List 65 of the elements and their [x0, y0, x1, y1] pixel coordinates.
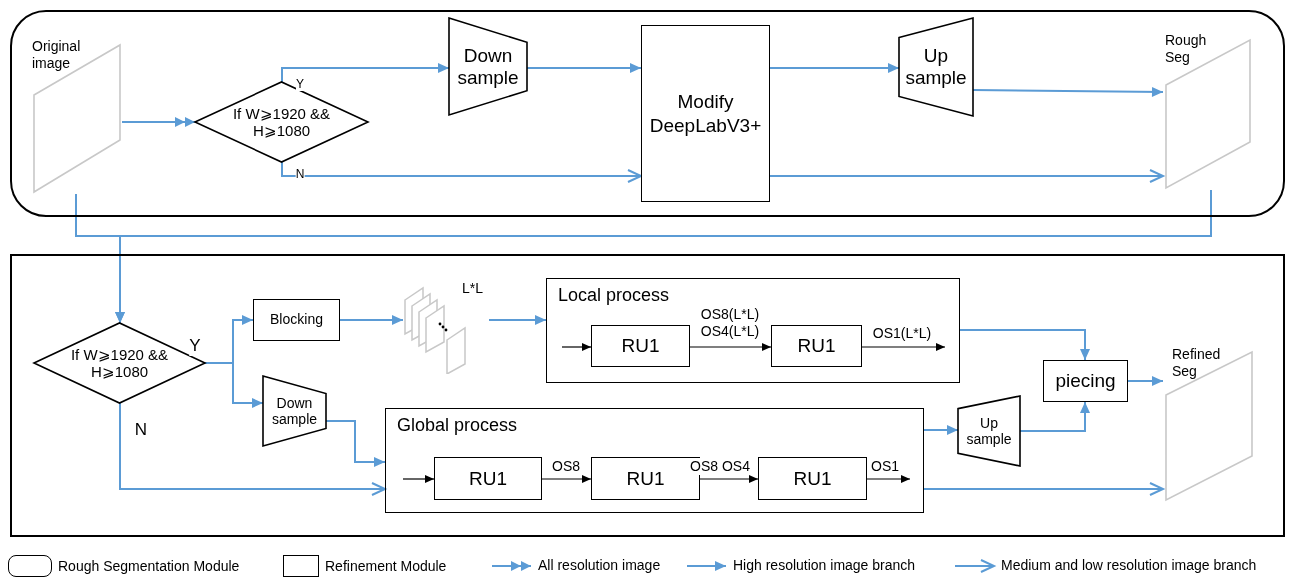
process-panel: [385, 408, 924, 513]
arrow: [689, 343, 772, 351]
arrow: [861, 343, 946, 351]
arrow: [959, 329, 1090, 361]
legend-text: Rough Segmentation Module: [58, 556, 240, 576]
condition-text: If W⩾1920 && H⩾1080: [69, 345, 170, 381]
process-box: [1043, 360, 1128, 402]
box-label: Modify DeepLabV3+: [648, 89, 763, 138]
process-box: [641, 25, 770, 202]
block-label: Down sample: [456, 44, 520, 89]
box-label: RU1: [620, 334, 661, 358]
arrow: [769, 169, 1164, 183]
module-panel: [10, 254, 1285, 537]
arrow: [699, 475, 759, 483]
arrow: [923, 482, 1164, 496]
box-label: RU1: [625, 466, 666, 491]
box-label: piecing: [1054, 369, 1117, 393]
trapezoid-block: [263, 376, 326, 446]
decision-diamond: [34, 323, 205, 403]
legend-text: Refinement Module: [325, 556, 447, 576]
arrow: [769, 63, 900, 73]
trapezoid-block: [958, 396, 1020, 466]
process-box: [434, 457, 542, 500]
arrow: [1127, 376, 1164, 386]
arrow: [402, 475, 435, 483]
box-label: Blocking: [269, 311, 324, 329]
panel-heading: Local process: [558, 284, 670, 307]
process-box: [253, 299, 340, 341]
trapezoid-block: [899, 18, 973, 116]
arrow: [488, 315, 547, 325]
arrow: [541, 475, 592, 483]
process-box: [591, 325, 690, 367]
edge-label: OS1(L*L): [872, 325, 932, 342]
process-box: [771, 325, 862, 367]
arrow: [115, 189, 1212, 324]
arrow: [281, 63, 450, 83]
edge-label: OS8 OS4: [690, 458, 750, 475]
trapezoid-block: [449, 18, 527, 115]
legend-text: High resolution image branch: [733, 556, 916, 575]
condition-text: If W⩾1920 && H⩾1080: [231, 104, 332, 140]
image-label: Refined Seg: [1172, 346, 1222, 380]
arrow: [561, 343, 592, 351]
box-label: RU1: [468, 466, 508, 491]
edge-label: Y: [189, 336, 201, 357]
legend-text: Medium and low resolution image branch: [1001, 556, 1257, 575]
arrow: [339, 315, 404, 325]
arrow: [281, 161, 642, 183]
tile-size-label: L*L: [462, 279, 484, 298]
image-label: Original image: [32, 38, 82, 72]
box-label: RU1: [792, 466, 833, 491]
process-box: [758, 457, 867, 500]
box-label: RU1: [796, 334, 837, 358]
arrow: [866, 475, 911, 483]
arrow: [119, 402, 386, 496]
panel-heading: Global process: [397, 414, 518, 437]
block-label: Up sample: [965, 414, 1013, 448]
arrow: [204, 362, 264, 408]
edge-label: Y: [296, 77, 304, 92]
arrow: [923, 425, 959, 435]
module-panel: [10, 10, 1285, 217]
process-panel: [546, 278, 960, 383]
block-label: Up sample: [904, 45, 968, 89]
image-label: Rough Seg: [1165, 32, 1208, 66]
block-label: Down sample: [270, 394, 319, 428]
legend-text: All resolution image: [538, 556, 661, 575]
